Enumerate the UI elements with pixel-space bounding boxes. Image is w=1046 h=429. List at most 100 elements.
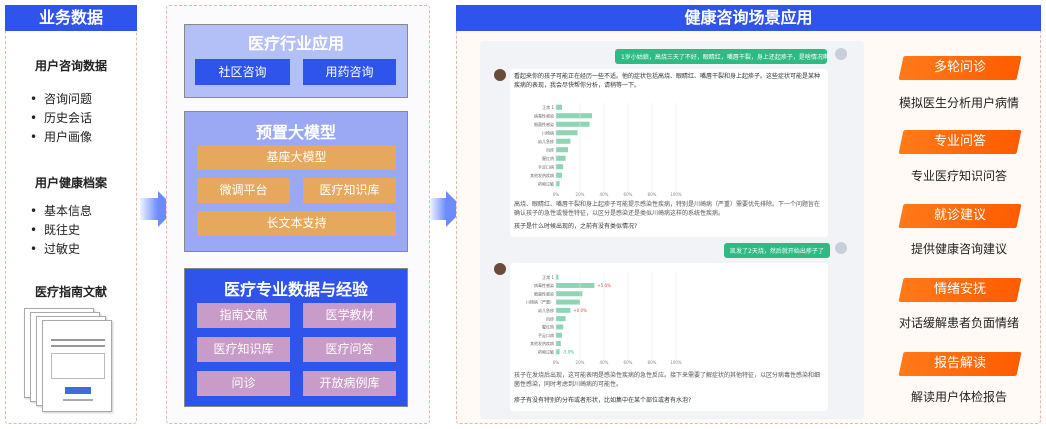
chart-category-label: 手足口病 xyxy=(538,332,554,338)
chat-screenshot: 1岁小姑娘，高烧三天了不好，眼睛红，嘴唇干裂，身上还起疹子，是啥情况啊 看起来你… xyxy=(480,41,864,419)
list-item: 过敏史 xyxy=(30,240,92,259)
flow-arrow-1-tail xyxy=(140,198,158,220)
chart-category-label: 正常 1 xyxy=(542,104,554,110)
chart-tick-label: 40% xyxy=(600,192,609,197)
chart-bar xyxy=(556,316,566,322)
chart-bar xyxy=(556,307,571,313)
industry-application-block: 医疗行业应用 社区咨询 用药咨询 xyxy=(184,24,408,98)
scenario-button-multi-turn[interactable]: 多轮问诊 xyxy=(898,56,1022,80)
chart-bar xyxy=(556,155,566,161)
medical-expertise-title: 医疗专业数据与经验 xyxy=(223,280,368,299)
list-item: 基本信息 xyxy=(30,202,92,221)
chart-category-label: 猩红热 xyxy=(542,155,554,161)
probability-bar-chart-1: 正常 1 病毒性感染细菌性感染川崎病幼儿急疹风疹猩红热手足口病其他发热疾病药物过敏… xyxy=(530,103,682,197)
user-message-1: 1岁小姑娘，高烧三天了不好，眼睛红，嘴唇干裂，身上还起疹子，是啥情况啊 xyxy=(615,49,827,64)
chart-category-label: 幼儿急疹 xyxy=(538,138,554,144)
chart-category-label: 手足口病 xyxy=(538,163,554,169)
chip-long-text-support: 长文本支持 xyxy=(197,211,396,236)
bot-avatar-icon xyxy=(494,69,506,81)
bot-analysis-note-1: 高烧、眼睛红、嘴唇干裂和身上起疹子可能提示感染性疾病，特别是川崎病（严重）需要优… xyxy=(514,201,821,217)
chart-category-label: 细菌性感染 xyxy=(534,121,554,127)
chart-bar xyxy=(556,113,592,119)
section-title-guidelines: 医疗指南文献 xyxy=(34,285,107,299)
flow-arrow-2-tail xyxy=(430,198,446,220)
chart-tick-label: 0% xyxy=(553,192,560,197)
health-record-list: 基本信息 既往史 过敏史 xyxy=(30,202,92,259)
chart-delta-label: -5.0% xyxy=(563,350,575,355)
chip-medical-knowledge-base: 医疗知识库 xyxy=(303,178,396,203)
chart-bar xyxy=(556,332,562,338)
chip-guideline-literature: 指南文献 xyxy=(197,303,290,328)
scenario-header: 健康咨询场景应用 xyxy=(456,5,1041,31)
business-data-header: 业务数据 xyxy=(5,5,137,31)
chart-category-label: 药物过敏 xyxy=(538,349,554,355)
industry-application-title: 医疗行业应用 xyxy=(247,34,344,53)
scenario-button-professional-qa[interactable]: 专业问答 xyxy=(898,130,1022,154)
pretrained-model-title: 预置大模型 xyxy=(255,123,336,142)
user-avatar-icon xyxy=(835,48,847,60)
chart-category-label: 川崎病 xyxy=(542,129,554,135)
chart-category-label: 细菌性感染 xyxy=(534,290,554,296)
document-stack-illustration xyxy=(24,308,119,418)
chip-medication-consult: 用药咨询 xyxy=(303,59,396,85)
chart-tick-label: 40% xyxy=(600,360,609,365)
bot-response-card-1: 看起来你的孩子可能正在经历一些不适。他的症状包括高烧、眼睛红、嘴唇干裂和身上起疹… xyxy=(510,69,828,237)
pretrained-model-block: 预置大模型 基座大模型 微调平台 医疗知识库 长文本支持 xyxy=(184,111,408,252)
chart-tick-label: 80% xyxy=(648,192,657,197)
chart-category-label: 正常 1 xyxy=(542,274,554,280)
chart-category-label: 猩红热 xyxy=(542,324,554,330)
bot-response-card-2: 正常 1病毒性感染+5.0%细菌性感染川崎病（严重）幼儿急疹+0.0%风疹猩红热… xyxy=(510,263,828,411)
chart-delta-label: +5.0% xyxy=(597,283,611,288)
chart-bar xyxy=(556,164,564,170)
chart-delta-label: +0.0% xyxy=(573,308,587,313)
chart-category-label: 病毒性感染 xyxy=(534,112,554,118)
scenario-button-emotion-comfort[interactable]: 情绪安抚 xyxy=(898,278,1022,302)
chart-category-label: 风疹 xyxy=(546,146,554,152)
scenario-button-report-interpretation[interactable]: 报告解读 xyxy=(898,352,1022,376)
chart-bar xyxy=(556,341,561,347)
chip-open-case-library: 开放病例库 xyxy=(303,371,396,396)
bot-question-1: 孩子是什么时候出现的，之前有没有类似情况? xyxy=(514,223,638,230)
chart-bar xyxy=(556,172,562,178)
chart-category-label: 幼儿急疹 xyxy=(538,307,554,313)
list-item: 用户画像 xyxy=(30,128,92,147)
chart-category-label: 川崎病（严重） xyxy=(526,299,554,305)
chart-tick-label: 0% xyxy=(553,360,560,365)
chip-base-model: 基座大模型 xyxy=(197,145,396,170)
chart-tick-label: 100% xyxy=(670,360,682,365)
chart-tick-label: 60% xyxy=(624,360,633,365)
chip-consultation: 问诊 xyxy=(197,371,290,396)
scenario-button-visit-advice[interactable]: 就诊建议 xyxy=(898,204,1022,228)
chip-finetune-platform: 微调平台 xyxy=(197,178,290,203)
chart-bar xyxy=(556,299,580,305)
list-item: 咨询问题 xyxy=(30,90,92,109)
scenario-desc-professional-qa: 专业医疗知识问答 xyxy=(910,169,1007,183)
chart-category-label: 病毒性感染 xyxy=(534,282,554,288)
chip-medical-textbook: 医学教材 xyxy=(303,303,396,328)
list-item: 既往史 xyxy=(30,221,92,240)
chip-medical-knowledge: 医疗知识库 xyxy=(197,337,290,362)
chart-category-label: 其他发热疾病 xyxy=(530,172,554,178)
scenario-desc-visit-advice: 提供健康咨询建议 xyxy=(910,242,1007,256)
chart-bar xyxy=(556,324,564,330)
chart-tick-label: 100% xyxy=(670,192,682,197)
chart-bar xyxy=(556,274,559,280)
medical-expertise-block: 医疗专业数据与经验 指南文献 医学教材 医疗知识库 医疗问答 问诊 开放病例库 xyxy=(184,268,408,407)
list-item: 历史会话 xyxy=(30,109,92,128)
chart-bar xyxy=(556,291,583,297)
chart-tick-label: 20% xyxy=(576,192,585,197)
scenario-desc-emotion-comfort: 对话缓解患者负面情绪 xyxy=(898,316,1019,330)
consult-list: 咨询问题 历史会话 用户画像 xyxy=(30,90,92,147)
bot-intro-text: 看起来你的孩子可能正在经历一些不适。他的症状包括高烧、眼睛红、嘴唇干裂和身上起疹… xyxy=(514,73,821,89)
chart-bar xyxy=(556,104,562,110)
probability-bar-chart-2: 正常 1病毒性感染+5.0%细菌性感染川崎病（严重）幼儿急疹+0.0%风疹猩红热… xyxy=(526,273,682,365)
bot-avatar-icon xyxy=(494,263,506,275)
section-title-health-record: 用户健康档案 xyxy=(34,176,107,190)
chart-tick-label: 60% xyxy=(624,192,633,197)
user-message-2: 凯发了2天烧，然后就开始出疹子了 xyxy=(724,243,830,258)
chart-bar xyxy=(556,138,571,144)
chart-bar xyxy=(556,130,578,136)
chart-category-label: 药物过敏 xyxy=(538,180,554,186)
chip-medical-qa: 医疗问答 xyxy=(303,337,396,362)
scenario-desc-report-interpretation: 解读用户体检报告 xyxy=(910,390,1007,404)
